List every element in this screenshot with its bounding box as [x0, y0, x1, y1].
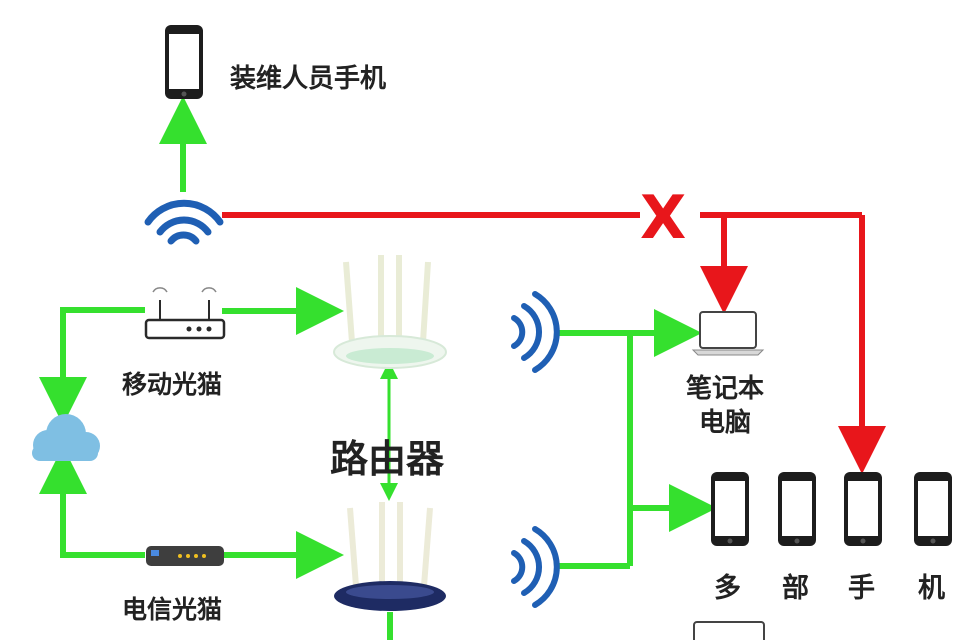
- modem-icon: [146, 546, 224, 566]
- link-mobile-modem-to-cloud: [39, 307, 145, 425]
- repair-phone-label: 装维人员手机: [230, 64, 387, 94]
- router-icon: [333, 255, 447, 369]
- phone-icon: [711, 472, 749, 546]
- allowed-links: [39, 96, 717, 640]
- laptop-label: 笔记本 电脑: [686, 372, 764, 440]
- phone-icon: [165, 25, 203, 99]
- cloud-icon: [32, 414, 100, 461]
- phone-icon: [914, 472, 952, 546]
- wifi-icon: [144, 199, 224, 245]
- laptop-icon: [693, 621, 765, 640]
- wifi-icon: [511, 526, 560, 608]
- phones-label-char: 手: [848, 573, 875, 604]
- laptop-label-line2: 电脑: [699, 408, 752, 438]
- router-label: 路由器: [330, 437, 445, 481]
- phones-label-char: 机: [918, 573, 945, 604]
- laptop-label-line1: 笔记本: [686, 374, 765, 404]
- modem-icon: [144, 287, 226, 340]
- telecom-modem-label: 电信光猫: [122, 595, 223, 624]
- blocked-x-mark: X: [640, 183, 687, 253]
- phone-icon: [844, 472, 882, 546]
- blocked-links: [222, 212, 886, 474]
- link-telecom-modem-to-cloud: [39, 446, 145, 558]
- wifi-icon: [511, 291, 560, 373]
- mobile-modem-label: 移动光猫: [122, 370, 223, 399]
- phones-label-char: 部: [782, 573, 809, 604]
- phones-label-char: 多: [714, 573, 741, 604]
- phone-icon: [778, 472, 816, 546]
- router-icon: [334, 502, 446, 611]
- laptop-icon: [691, 311, 765, 356]
